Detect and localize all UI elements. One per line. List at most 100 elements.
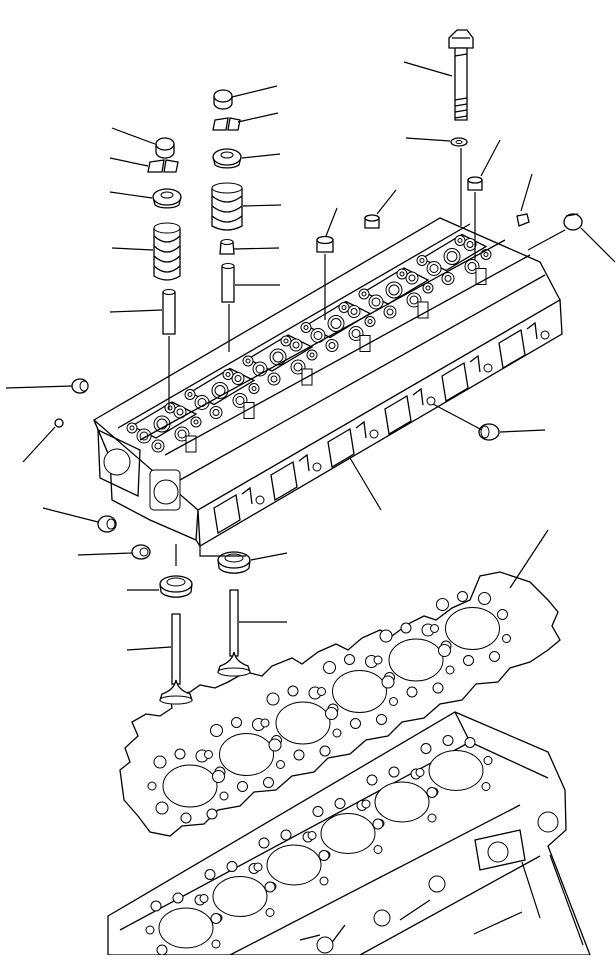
valve-keeper-left xyxy=(148,160,178,172)
valve-cap-left xyxy=(156,138,174,158)
head-rib xyxy=(356,422,366,438)
head-port xyxy=(328,429,354,467)
block-hole xyxy=(319,851,329,861)
head-rib xyxy=(299,455,309,471)
valve-seat-inner xyxy=(252,387,256,391)
gasket-hole xyxy=(351,719,361,729)
exhaust-valve xyxy=(218,590,250,676)
head-side-hole xyxy=(313,463,321,471)
callout-leaders xyxy=(6,62,615,945)
valve-keeper-right xyxy=(213,118,240,130)
valve-seat-inner xyxy=(271,376,277,382)
block-hole xyxy=(313,807,323,817)
gasket-hole xyxy=(377,715,387,725)
cylinder-block xyxy=(108,712,590,955)
valve-seat-inner xyxy=(273,352,283,362)
spring-retainer-right xyxy=(213,149,241,168)
block-bore xyxy=(159,908,213,948)
gasket-hole xyxy=(213,771,225,783)
valve-seat-inner xyxy=(194,420,198,424)
valve-seat-insert-left xyxy=(160,576,192,597)
valve-seat-inner xyxy=(226,373,230,377)
gasket-hole xyxy=(401,623,411,633)
gasket-hole xyxy=(326,708,338,720)
injector-boss xyxy=(360,336,370,352)
block-hole xyxy=(200,895,208,903)
head-port xyxy=(271,462,297,500)
plug-left-lower xyxy=(98,516,116,532)
valve-seat-inner xyxy=(155,443,161,449)
valve-seat-inner xyxy=(400,272,404,276)
valve-seat-inner xyxy=(368,320,372,324)
head-side-hole xyxy=(427,397,435,405)
block-hole xyxy=(335,799,345,809)
valve-seat-inner xyxy=(329,343,335,349)
block-hole xyxy=(157,945,167,955)
valve-seat-inner xyxy=(304,326,308,330)
gasket-bore xyxy=(389,639,443,681)
block-hole xyxy=(428,814,436,822)
gasket-hole xyxy=(503,635,511,643)
bolt-washer xyxy=(451,138,467,146)
block-hole xyxy=(211,914,221,924)
head-rib xyxy=(470,356,480,372)
gasket-hole xyxy=(380,630,392,642)
valve-seat-inner xyxy=(468,263,476,271)
plug-c xyxy=(468,177,482,190)
valve-seat-insert-right xyxy=(218,552,250,573)
valve-seat-inner xyxy=(458,239,462,243)
valve-seat-inner xyxy=(420,259,424,263)
block-bore xyxy=(429,751,483,791)
block-hole xyxy=(308,832,316,840)
gasket-hole xyxy=(431,625,439,633)
gasket-hole xyxy=(175,749,185,759)
gasket-hole xyxy=(320,746,330,756)
gasket-hole xyxy=(318,688,326,696)
valve-seat-inner xyxy=(246,359,250,363)
block-hole xyxy=(212,940,220,948)
valve-seat-inner xyxy=(351,309,357,315)
block-bore xyxy=(213,877,267,917)
block-hole xyxy=(320,877,328,885)
block-hole xyxy=(427,788,437,798)
block-bore xyxy=(267,845,321,885)
block-hole xyxy=(465,738,475,748)
block-hole xyxy=(482,783,490,791)
valve-seat-inner xyxy=(213,410,219,416)
gasket-bore xyxy=(163,765,217,807)
valve-seat-inner xyxy=(284,339,288,343)
valve-seat-inner xyxy=(484,253,488,257)
gasket-hole xyxy=(264,778,274,788)
gasket-hole xyxy=(390,698,398,706)
gasket-hole xyxy=(433,683,443,693)
head-side-hole xyxy=(256,496,264,504)
valve-seat-inner xyxy=(235,376,241,382)
injector-boss xyxy=(244,403,254,419)
valve-seat-inner xyxy=(409,275,415,281)
block-hole xyxy=(443,736,453,746)
cylinder-head-gasket xyxy=(120,572,560,836)
head-port xyxy=(385,396,411,434)
valve-seat-inner xyxy=(387,309,393,315)
block-hole xyxy=(254,863,262,871)
block-hole xyxy=(421,744,431,754)
block-hole xyxy=(205,870,215,880)
plug-a xyxy=(317,237,333,253)
head-rib xyxy=(413,389,423,405)
gasket-hole xyxy=(458,592,468,602)
expansion-plug-side xyxy=(479,424,499,440)
valve-seat-inner xyxy=(445,276,451,282)
gasket-bore xyxy=(333,671,387,713)
head-side-hole xyxy=(541,331,549,339)
plug-left-small xyxy=(55,419,63,427)
cylinder-head xyxy=(94,218,562,546)
expansion-plug-top xyxy=(564,214,582,230)
block-hole xyxy=(367,775,377,785)
block-hole xyxy=(227,862,237,872)
gasket-hole xyxy=(490,652,500,662)
gasket-bore xyxy=(220,734,274,776)
head-port xyxy=(214,495,240,533)
valve-seat-inner xyxy=(342,306,346,310)
gasket-hole xyxy=(464,656,474,666)
